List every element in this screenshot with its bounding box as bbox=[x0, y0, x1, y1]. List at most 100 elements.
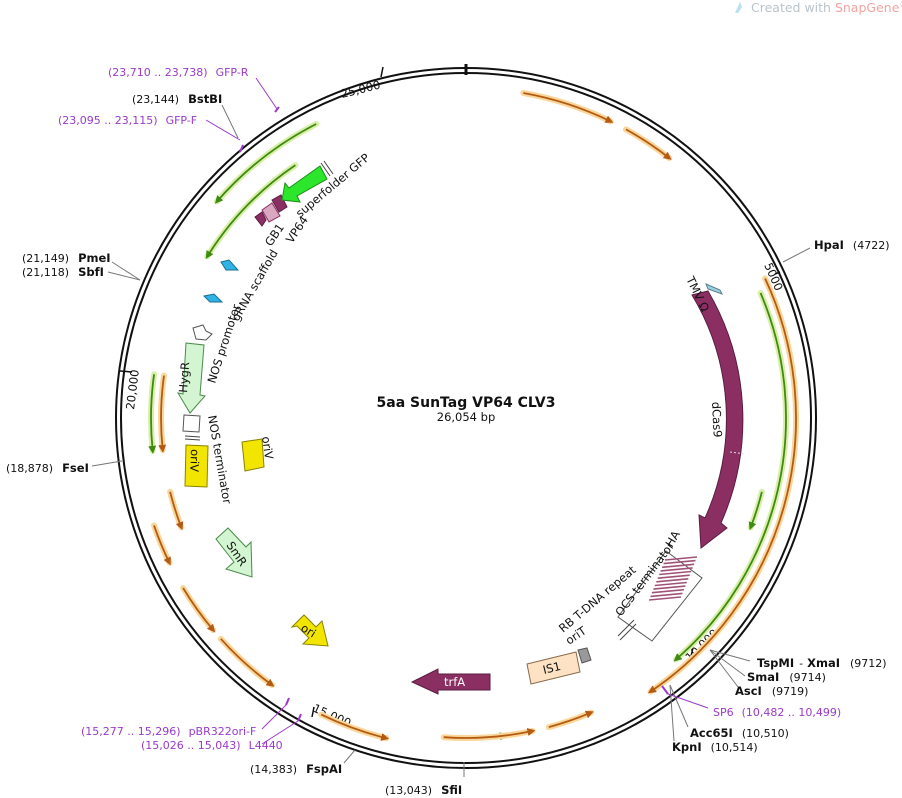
ocs-hatch-line bbox=[648, 596, 682, 601]
site-sbfi: (21,118)SbfI bbox=[22, 265, 104, 279]
trfa-label: trfA bbox=[444, 675, 465, 689]
tick-20000: 20,000 bbox=[123, 369, 142, 411]
watermark-brand: SnapGene bbox=[835, 0, 900, 15]
site-smai: SmaI(9714) bbox=[747, 670, 826, 684]
vp64-arrow bbox=[261, 202, 281, 223]
watermark-text: Created with bbox=[751, 0, 835, 15]
gfp-cassette: GB1 VP64 superfolder GFP bbox=[254, 150, 372, 249]
watermark-reg: ® bbox=[899, 0, 902, 9]
hygr-label: HygR bbox=[176, 362, 192, 394]
primer-pbr322ori-f: (15,277 .. 15,296)pBR322ori-F bbox=[81, 725, 256, 738]
gb1-arrow bbox=[254, 211, 267, 227]
dcas9-arrow bbox=[691, 290, 744, 549]
undefined bbox=[648, 278, 797, 694]
undefined bbox=[158, 375, 167, 453]
smr-arrow bbox=[215, 527, 253, 578]
ocs-hatch-line bbox=[659, 570, 692, 576]
site-kpni: KpnI(10,514) bbox=[672, 740, 758, 754]
primer-gfp-f: (23,095 .. 23,115)GFP-F bbox=[58, 114, 197, 127]
is1-feature: IS1 bbox=[526, 647, 592, 685]
undefined-halo bbox=[204, 162, 299, 260]
site-bstbi: (23,144)BstBI bbox=[132, 92, 222, 106]
site-acc65i: Acc65I(10,510) bbox=[690, 726, 789, 740]
site-tspmi-xmai: TspMI-XmaI(9712) bbox=[757, 656, 887, 670]
restriction-sites: HpaI(4722) TspMI-XmaI(9712) SmaI(9714) A… bbox=[6, 92, 889, 797]
is1-label: IS1 bbox=[541, 659, 562, 677]
undefined bbox=[625, 128, 672, 160]
is1-box bbox=[526, 651, 581, 685]
site-hpai: HpaI(4722) bbox=[814, 238, 889, 252]
site-fsei: (18,878)FseI bbox=[6, 461, 89, 475]
ori-feature: ori bbox=[290, 614, 329, 647]
snapgene-watermark: Created with SnapGene® bbox=[735, 0, 902, 15]
undefined-halo bbox=[217, 635, 275, 688]
ocs-hatch bbox=[648, 556, 698, 601]
orf-arcs bbox=[148, 90, 799, 742]
ocs-hatch-line bbox=[651, 588, 684, 594]
nos-promoter-arrow bbox=[192, 324, 213, 341]
ori-arrow bbox=[290, 614, 329, 647]
ocs-hatch-line bbox=[660, 567, 693, 572]
ocs-hatch-line bbox=[654, 581, 687, 587]
undefined bbox=[153, 525, 171, 566]
ori-label: ori bbox=[298, 621, 318, 641]
grna-piece-2 bbox=[220, 259, 240, 271]
ocs-hatch-line bbox=[657, 574, 690, 579]
primer-sp6: SP6(10,482 .. 10,499) bbox=[713, 706, 841, 719]
vp64-label: VP64 bbox=[283, 213, 311, 245]
ocs-hatch-line bbox=[664, 556, 698, 561]
oriv-label-1: oriV bbox=[187, 449, 202, 472]
grna-scaffold-feature: gRNA scaffold bbox=[202, 247, 281, 324]
undefined bbox=[443, 728, 536, 739]
undefined bbox=[169, 491, 184, 531]
tick-25000: 25,000 bbox=[339, 78, 381, 101]
grna-scaffold-label: gRNA scaffold bbox=[228, 247, 280, 323]
suntag-arrow bbox=[271, 194, 288, 213]
hygr-feature: HygR bbox=[176, 342, 206, 414]
site-asci: AscI(9719) bbox=[735, 684, 808, 698]
undefined bbox=[182, 587, 216, 633]
ocs-hatch-line bbox=[656, 578, 689, 583]
undefined bbox=[548, 710, 594, 728]
ocs-hatch-line bbox=[662, 563, 695, 569]
superfolder-gfp-arrow bbox=[281, 165, 328, 203]
trfa-arrow bbox=[410, 668, 491, 695]
undefined bbox=[320, 713, 390, 741]
smr-feature: SmR bbox=[215, 527, 253, 578]
primer-gfp-r: (23,710 .. 23,738)GFP-R bbox=[108, 66, 249, 79]
nos-terminator-label: NOS terminator bbox=[205, 414, 234, 505]
undefined bbox=[748, 491, 763, 531]
plasmid-name: 5aa SunTag VP64 CLV3 bbox=[377, 395, 556, 411]
dcas9-label: dCas9 bbox=[709, 401, 725, 437]
oriv-box-2 bbox=[241, 438, 265, 472]
ocs-hatch-line bbox=[653, 585, 686, 590]
primers: SP6(10,482 .. 10,499) (15,026 .. 15,043)… bbox=[58, 66, 841, 752]
svg-text:Created with SnapGene®: Created with SnapGene® bbox=[751, 0, 902, 15]
primer-l4440: (15,026 .. 15,043)L4440 bbox=[141, 739, 283, 752]
site-pmei: (21,149)PmeI bbox=[22, 251, 111, 265]
undefined bbox=[214, 123, 317, 204]
ocs-hatch-line bbox=[663, 559, 696, 565]
site-fspai: (14,383)FspAI bbox=[250, 762, 342, 776]
undefined bbox=[205, 164, 296, 259]
undefined-halo bbox=[520, 90, 614, 125]
gb1-label: GB1 bbox=[262, 221, 287, 249]
dcas9-feature: TMV Ω dCas9 HA bbox=[662, 273, 747, 550]
snapgene-logo-icon bbox=[735, 2, 742, 13]
plasmid-size: 26,054 bp bbox=[437, 410, 496, 424]
site-sfii: (13,043)SfiI bbox=[385, 783, 462, 797]
oriv-box-1 bbox=[184, 444, 209, 488]
undefined bbox=[523, 92, 614, 123]
hygr-arrow bbox=[176, 342, 206, 414]
ocs-hatch-line bbox=[650, 592, 683, 598]
oriv-label-2: oriV bbox=[259, 435, 276, 460]
oriv-features: oriV oriV bbox=[184, 435, 276, 488]
trfa-feature: trfA bbox=[410, 668, 491, 695]
undefined bbox=[148, 374, 157, 454]
grna-piece-1 bbox=[202, 293, 224, 303]
undefined bbox=[220, 638, 275, 687]
ocs-terminator-feature: OCS terminator RB T-DNA repeat oriT bbox=[556, 539, 703, 647]
is1-end-marker bbox=[577, 647, 592, 664]
backbone bbox=[115, 64, 817, 769]
